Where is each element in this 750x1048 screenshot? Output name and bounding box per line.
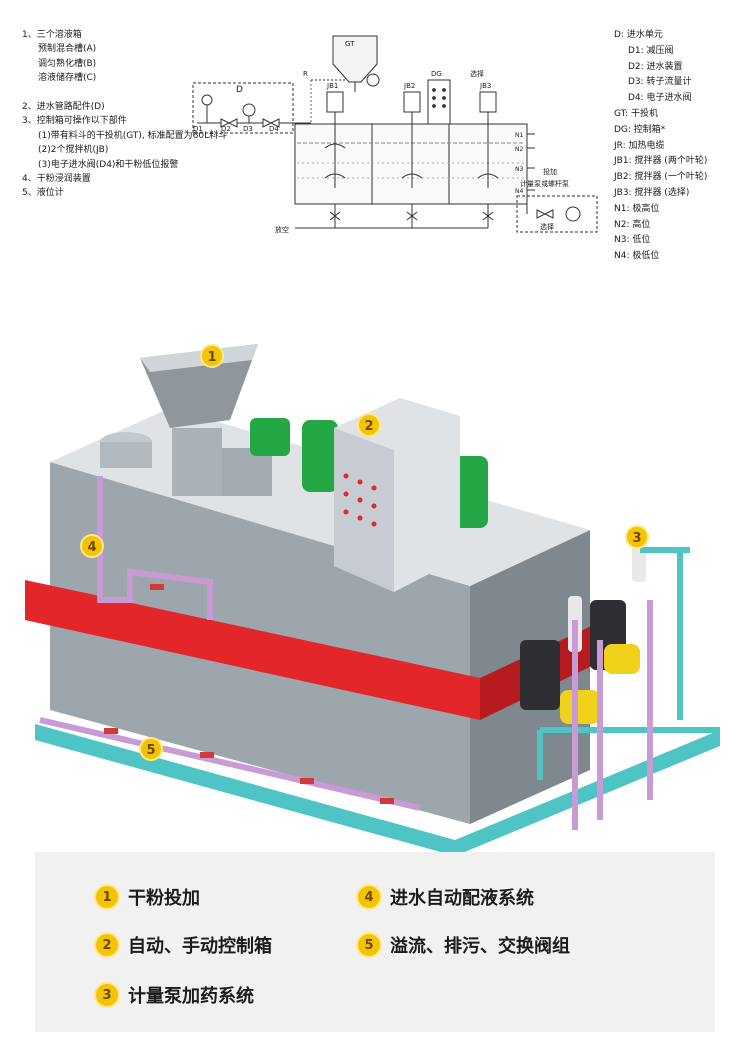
jb2-label: JB2 bbox=[403, 82, 415, 90]
d4-label: D4 bbox=[269, 125, 279, 133]
jb1-label: JB1 bbox=[326, 82, 338, 90]
key-label-1: 干粉投加 bbox=[128, 888, 200, 909]
wetting-unit-body bbox=[100, 442, 152, 468]
equipment-render: 1 2 3 4 5 bbox=[25, 344, 720, 856]
drain-label: 放空 bbox=[275, 225, 289, 234]
symbol-legend-line: GT: 干投机 bbox=[614, 108, 659, 119]
component-legend-line: 1、三个溶液箱 bbox=[22, 30, 82, 40]
callout-2: 2 bbox=[364, 419, 373, 434]
symbol-legend-line: JB1: 搅拌器 (两个叶轮) bbox=[614, 156, 708, 167]
gt-label: GT bbox=[345, 40, 355, 48]
process-schematic: GT D R DG JB1 JB2 JB3 选择 D1 D2 D3 D4 N1 … bbox=[192, 35, 598, 234]
d3-label: D3 bbox=[243, 125, 253, 133]
pump-frame bbox=[537, 547, 720, 780]
valve-handles bbox=[104, 584, 394, 804]
d1-label: D1 bbox=[193, 125, 203, 133]
select-top-label: 选择 bbox=[470, 69, 484, 78]
n4-label: N4 bbox=[515, 188, 523, 195]
key-badge-3: 3 bbox=[96, 984, 118, 1006]
d2-label: D2 bbox=[221, 125, 231, 133]
key-item-1: 1 干粉投加 bbox=[96, 884, 200, 910]
select-bottom-label: 选择 bbox=[540, 222, 554, 231]
key-badge-4: 4 bbox=[358, 886, 380, 908]
symbol-legend-line: D: 进水单元 bbox=[614, 30, 663, 40]
component-legend-line: (3)电子进水阀(D4)和干粉低位报警 bbox=[38, 159, 179, 170]
n1-label: N1 bbox=[515, 132, 523, 139]
component-legend-line: 5、液位计 bbox=[22, 188, 64, 199]
symbol-legend-line: DG: 控制箱* bbox=[614, 124, 666, 135]
key-label-5: 溢流、排污、交换阀组 bbox=[390, 936, 570, 957]
symbol-legend: D: 进水单元 D1: 减压阀 D2: 进水装置 D3: 转子流量计 D4: 电子进水阀… bbox=[614, 28, 707, 265]
callout-3: 3 bbox=[632, 531, 641, 546]
control-lamps bbox=[343, 473, 377, 527]
component-legend-line: (1)带有料斗的干投机(GT), 标准配置为60L料斗 bbox=[38, 130, 228, 141]
key-item-4: 4 进水自动配液系统 bbox=[358, 884, 534, 910]
hopper-rim bbox=[140, 344, 258, 372]
callout-1: 1 bbox=[207, 350, 216, 365]
symbol-legend-line: D4: 电子进水阀 bbox=[628, 93, 692, 104]
symbol-legend-line: N2: 高位 bbox=[614, 219, 651, 230]
symbol-legend-line: D2: 进水装置 bbox=[628, 61, 683, 72]
feeder-motor bbox=[250, 418, 290, 456]
symbol-legend-line: JB3: 搅拌器 (选择) bbox=[614, 187, 690, 198]
symbol-legend-line: JB2: 搅拌器 (一个叶轮) bbox=[614, 172, 708, 183]
key-item-5: 5 溢流、排污、交换阀组 bbox=[358, 932, 570, 958]
base-frame bbox=[35, 724, 720, 856]
d-label: D bbox=[236, 85, 243, 95]
key-label-2: 自动、手动控制箱 bbox=[128, 936, 272, 957]
key-badge-5: 5 bbox=[358, 934, 380, 956]
pump-head-1 bbox=[560, 690, 600, 724]
red-band bbox=[25, 580, 480, 720]
control-box-front bbox=[334, 428, 394, 592]
component-legend-line: 3、控制箱可操作以下部件 bbox=[22, 116, 127, 127]
component-legend-line: (2)2个搅拌机(JB) bbox=[38, 145, 109, 156]
mixer-motor-1 bbox=[302, 420, 338, 492]
dosing-pump-1 bbox=[520, 640, 560, 710]
key-item-3: 3 计量泵加药系统 bbox=[96, 982, 254, 1008]
jb3-label: JB3 bbox=[479, 82, 491, 90]
pipework bbox=[39, 476, 653, 830]
n2-label: N2 bbox=[515, 146, 523, 153]
component-legend-line: 2、进水管路配件(D) bbox=[22, 102, 105, 113]
mixer-motor-2 bbox=[452, 456, 488, 528]
symbol-legend-line: N3: 低位 bbox=[614, 235, 651, 246]
feeder-body bbox=[172, 428, 222, 496]
component-legend-line: 溶液储存槽(C) bbox=[38, 73, 97, 84]
symbol-legend-line: D1: 减压阀 bbox=[628, 45, 674, 56]
key-badge-2: 2 bbox=[96, 934, 118, 956]
key-badge-1: 1 bbox=[96, 886, 118, 908]
symbol-legend-line: N1: 极高位 bbox=[614, 203, 660, 214]
key-item-2: 2 自动、手动控制箱 bbox=[96, 932, 272, 958]
dosing-label: 投加 bbox=[543, 167, 557, 176]
dg-label: DG bbox=[431, 70, 442, 78]
r-label: R bbox=[303, 70, 308, 78]
key-label-3: 计量泵加药系统 bbox=[128, 986, 254, 1007]
symbol-legend-line: N4: 极低位 bbox=[614, 251, 660, 262]
symbol-legend-line: D3: 转子流量计 bbox=[628, 77, 692, 88]
n3-label: N3 bbox=[515, 166, 523, 173]
component-legend-line: 调匀熟化槽(B) bbox=[38, 58, 97, 69]
pump-head-2 bbox=[604, 644, 640, 674]
pump-label: 计量泵或螺杆泵 bbox=[520, 179, 569, 188]
key-label-4: 进水自动配液系统 bbox=[390, 888, 534, 909]
callout-5: 5 bbox=[146, 743, 155, 758]
symbol-legend-line: JR: 加热电缆 bbox=[614, 140, 665, 151]
callout-4: 4 bbox=[87, 540, 96, 555]
component-legend: 1、三个溶液箱预制混合槽(A) 调匀熟化槽(B) 溶液储存槽(C) 2、进水管路配件… bbox=[22, 28, 227, 201]
component-legend-line: 4、干粉浸润装置 bbox=[22, 174, 91, 185]
component-legend-line: 预制混合槽(A) bbox=[38, 44, 97, 55]
